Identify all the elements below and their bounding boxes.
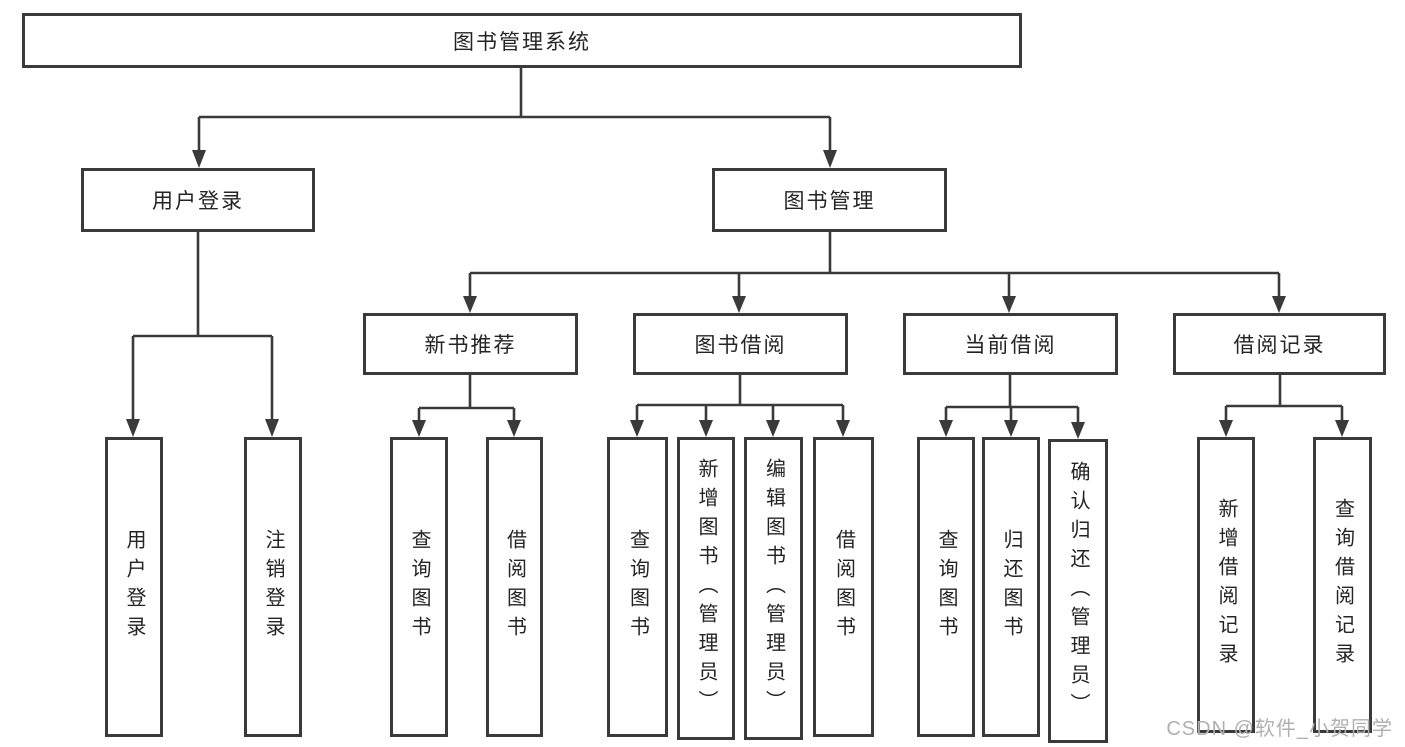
leaf-query-books-recommend-label: 查询图书 bbox=[408, 529, 430, 645]
leaf-edit-book-admin-label: 编辑图书（管理员） bbox=[762, 458, 785, 719]
arrowhead bbox=[192, 150, 206, 168]
leaf-borrow-books-recommend-label: 借阅图书 bbox=[503, 529, 526, 645]
arrowhead bbox=[1071, 422, 1085, 439]
arrowhead bbox=[699, 420, 713, 437]
node-library-system-label: 图书管理系统 bbox=[453, 30, 591, 54]
arrowhead bbox=[463, 296, 477, 313]
leaf-confirm-return-admin: 确认归还（管理员） bbox=[1048, 439, 1108, 743]
node-library-system: 图书管理系统 bbox=[22, 13, 1022, 68]
arrowhead bbox=[126, 419, 140, 437]
leaf-query-books-borrowing: 查询图书 bbox=[607, 437, 668, 737]
leaf-edit-book-admin: 编辑图书（管理员） bbox=[744, 437, 803, 740]
arrowhead bbox=[1272, 296, 1286, 313]
node-book-management: 图书管理 bbox=[712, 168, 947, 232]
arrowhead bbox=[836, 420, 850, 437]
leaf-borrow-books-borrowing: 借阅图书 bbox=[813, 437, 874, 737]
leaf-logout-login-label: 注销登录 bbox=[262, 529, 284, 645]
arrowhead bbox=[939, 420, 953, 437]
connector-lines bbox=[131, 68, 1344, 424]
arrowhead bbox=[630, 420, 644, 437]
leaf-query-books-recommend: 查询图书 bbox=[390, 437, 448, 737]
node-user-login: 用户登录 bbox=[81, 168, 315, 232]
arrowhead bbox=[823, 150, 837, 168]
leaf-query-borrowing-record-label: 查询借阅记录 bbox=[1331, 498, 1354, 672]
leaf-logout-login: 注销登录 bbox=[244, 437, 302, 737]
leaf-add-borrowing-record-label: 新增借阅记录 bbox=[1215, 498, 1237, 672]
leaf-user-login-label: 用户登录 bbox=[123, 529, 145, 645]
arrowhead bbox=[1335, 420, 1349, 437]
leaf-add-book-admin-label: 新增图书（管理员） bbox=[695, 458, 717, 719]
arrowhead bbox=[1002, 296, 1016, 313]
arrowhead bbox=[1004, 420, 1018, 437]
node-borrowing-records-label: 借阅记录 bbox=[1233, 334, 1326, 357]
node-new-book-recommendation: 新书推荐 bbox=[363, 313, 578, 375]
leaf-query-books-borrowing-label: 查询图书 bbox=[626, 529, 649, 645]
arrowhead bbox=[265, 419, 279, 437]
leaf-return-book-label: 归还图书 bbox=[1000, 529, 1022, 645]
leaf-query-books-current-label: 查询图书 bbox=[935, 529, 957, 645]
node-book-borrowing: 图书借阅 bbox=[633, 313, 848, 375]
leaf-add-book-admin: 新增图书（管理员） bbox=[677, 437, 735, 740]
leaf-query-books-current: 查询图书 bbox=[917, 437, 975, 737]
arrowhead bbox=[412, 420, 426, 437]
node-current-borrowing-label: 当前借阅 bbox=[964, 334, 1057, 357]
arrowhead bbox=[507, 420, 521, 437]
leaf-user-login: 用户登录 bbox=[105, 437, 163, 737]
csdn-watermark: CSDN @软件_小贺同学 bbox=[1166, 718, 1393, 740]
leaf-confirm-return-admin-label: 确认归还（管理员） bbox=[1067, 460, 1089, 722]
node-borrowing-records: 借阅记录 bbox=[1173, 313, 1386, 375]
leaf-borrow-books-recommend: 借阅图书 bbox=[486, 437, 543, 737]
leaf-borrow-books-borrowing-label: 借阅图书 bbox=[832, 529, 855, 645]
leaf-return-book: 归还图书 bbox=[982, 437, 1040, 737]
arrowhead bbox=[732, 296, 746, 313]
node-new-book-recommendation-label: 新书推荐 bbox=[424, 334, 517, 357]
arrowhead bbox=[1219, 420, 1233, 437]
node-user-login-label: 用户登录 bbox=[152, 190, 244, 213]
node-book-management-label: 图书管理 bbox=[783, 190, 876, 213]
leaf-query-borrowing-record: 查询借阅记录 bbox=[1313, 437, 1372, 733]
node-book-borrowing-label: 图书借阅 bbox=[694, 334, 787, 357]
arrowhead bbox=[766, 420, 780, 437]
leaf-add-borrowing-record: 新增借阅记录 bbox=[1197, 437, 1255, 733]
node-current-borrowing: 当前借阅 bbox=[903, 313, 1118, 375]
